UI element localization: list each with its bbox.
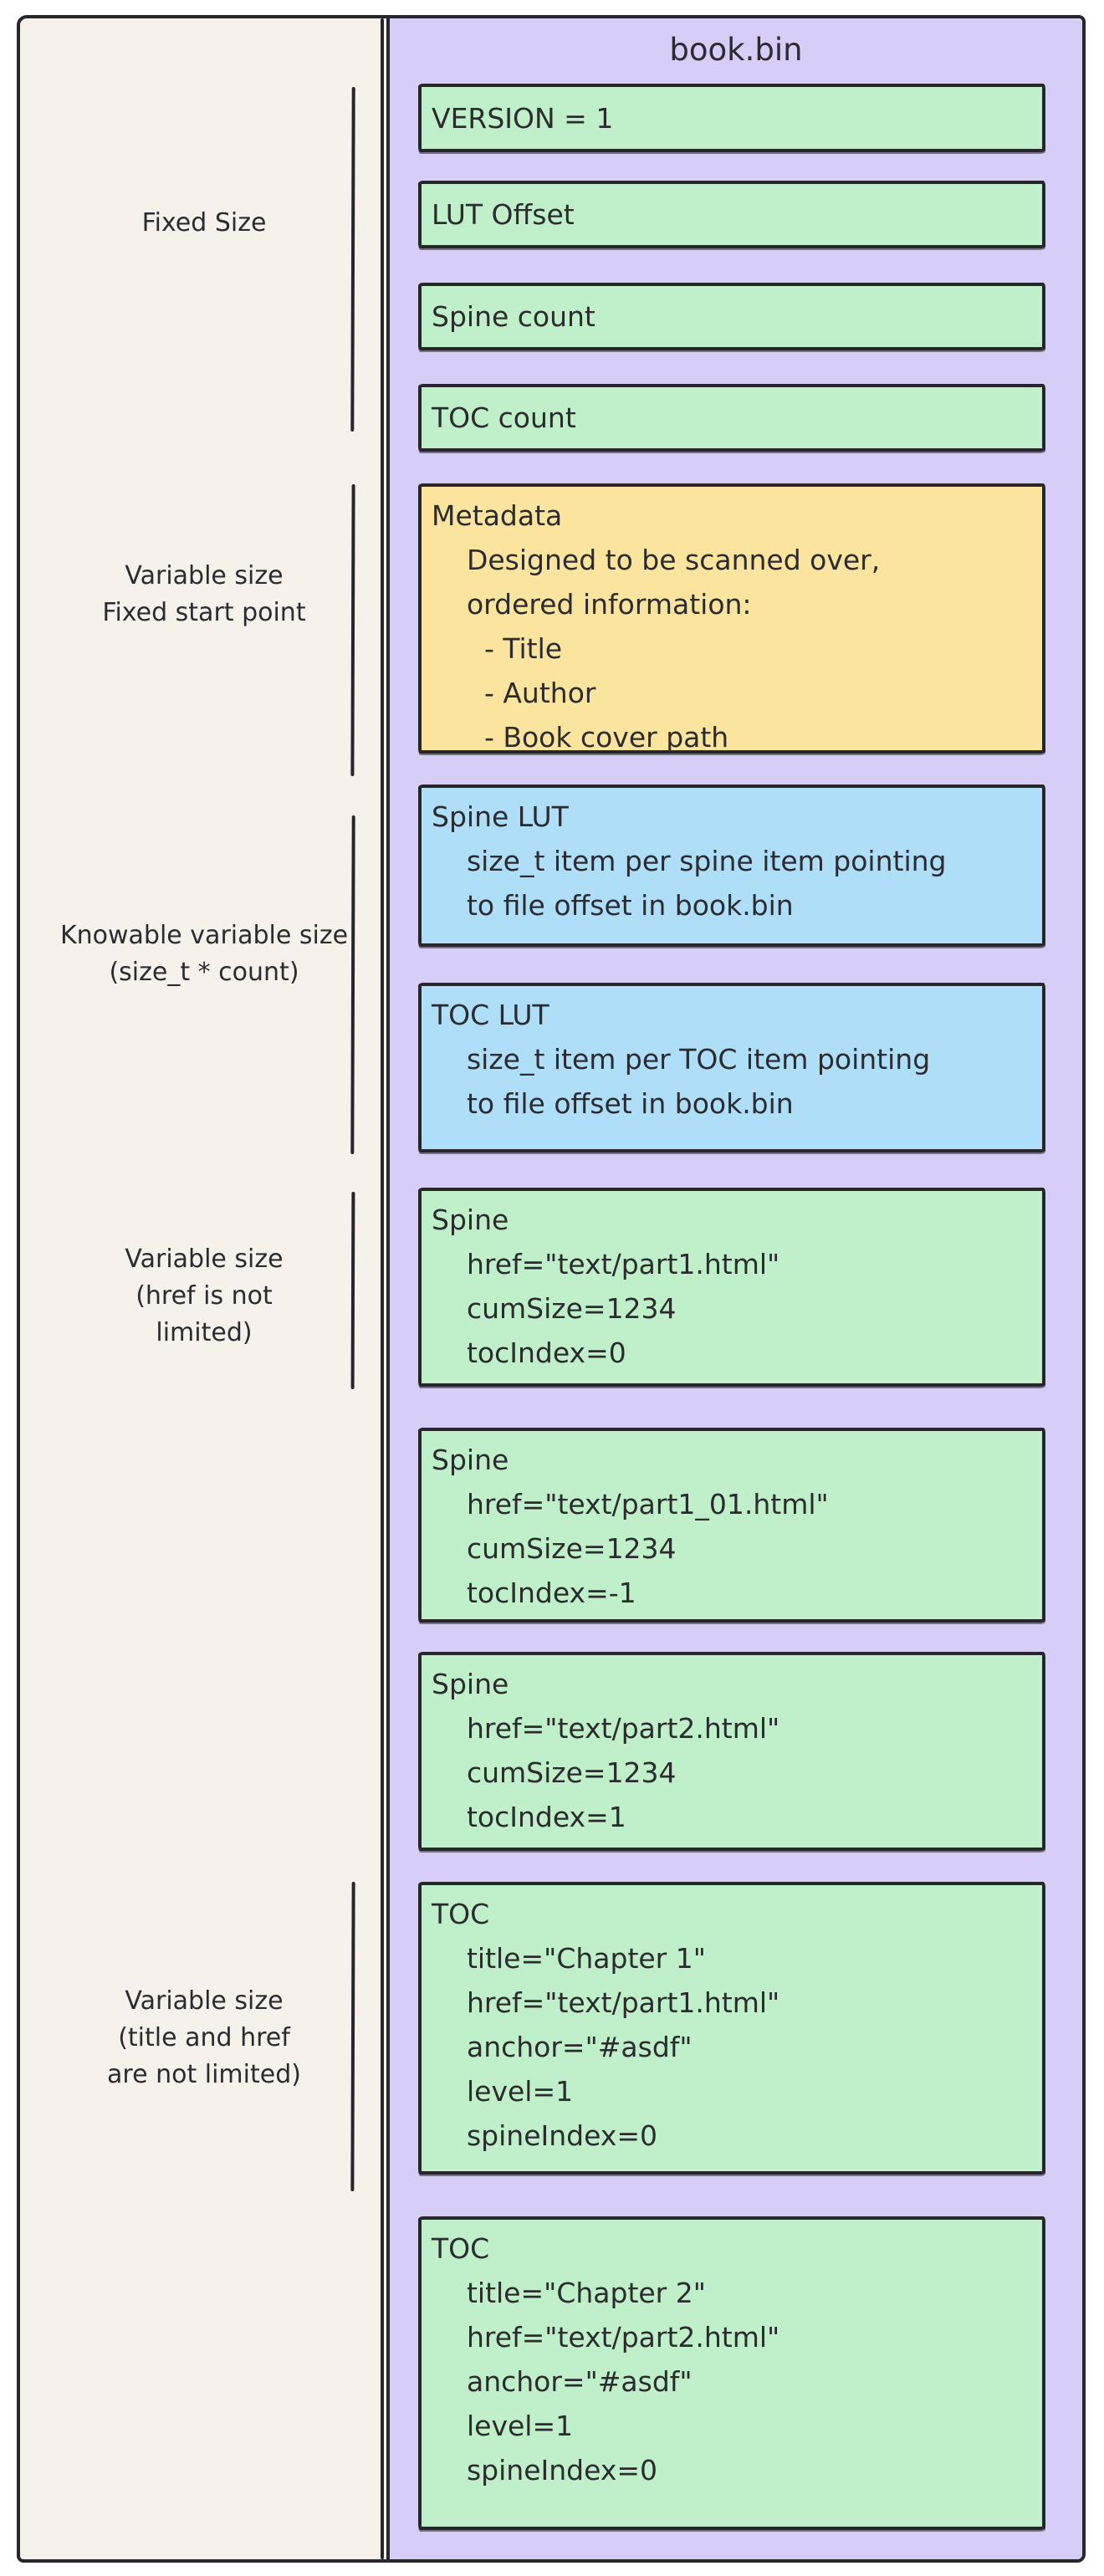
block-toc-2: TOC title="Chapter 2" href="text/part2.h…	[418, 2216, 1045, 2530]
block-toc-lut: TOC LUT size_t item per TOC item pointin…	[418, 983, 1045, 1153]
bracket-fixed-size	[350, 86, 355, 432]
bracket-variable-fixed-start	[350, 483, 355, 777]
block-version: VERSION = 1	[418, 84, 1045, 152]
bracket-knowable-variable	[350, 815, 355, 1155]
diagram-frame: Fixed Size Variable size Fixed start poi…	[17, 15, 1086, 2563]
panel-divider	[381, 18, 384, 2559]
block-lut-offset: LUT Offset	[418, 181, 1045, 248]
block-spine-1: Spine href="text/part1.html" cumSize=123…	[418, 1188, 1045, 1387]
block-spine-count: Spine count	[418, 283, 1045, 350]
bracket-variable-href	[350, 1191, 355, 1390]
bookbin-container: book.bin VERSION = 1 LUT Offset Spine co…	[386, 18, 1082, 2559]
label-variable-title-href: Variable size (title and href are not li…	[107, 1986, 301, 2089]
bracket-variable-title-href	[350, 1881, 355, 2192]
label-knowable-variable: Knowable variable size (size_t * count)	[59, 921, 349, 987]
label-fixed-size: Fixed Size	[141, 208, 267, 238]
block-toc-count: TOC count	[418, 384, 1045, 452]
block-spine-3: Spine href="text/part2.html" cumSize=123…	[418, 1652, 1045, 1851]
bookbin-title: book.bin	[669, 32, 803, 68]
block-metadata: Metadata Designed to be scanned over, or…	[418, 483, 1045, 754]
block-spine-lut: Spine LUT size_t item per spine item poi…	[418, 785, 1045, 947]
label-variable-fixed-start: Variable size Fixed start point	[102, 561, 306, 627]
block-toc-1: TOC title="Chapter 1" href="text/part1.h…	[418, 1882, 1045, 2175]
label-variable-href: Variable size (href is not limited)	[125, 1245, 284, 1347]
block-spine-2: Spine href="text/part1_01.html" cumSize=…	[418, 1428, 1045, 1623]
